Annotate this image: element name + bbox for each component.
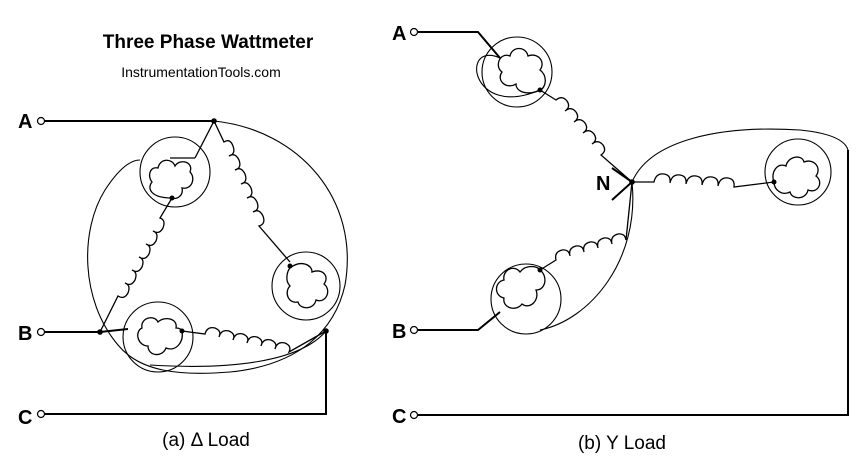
wattmeter-casing bbox=[139, 136, 211, 208]
delta-terminal-a-label: A bbox=[18, 111, 32, 133]
wye-terminal-a bbox=[409, 27, 419, 37]
delta-line-c-wire bbox=[45, 331, 327, 415]
wye-phase-a-coil bbox=[539, 89, 633, 183]
wye-wattmeter-b bbox=[490, 263, 562, 335]
wattmeter-junction bbox=[179, 328, 185, 334]
delta-terminal-b bbox=[36, 327, 46, 337]
wye-line-a-wire bbox=[418, 31, 501, 59]
wattmeter-coil bbox=[137, 317, 183, 356]
wattmeter-junction bbox=[169, 195, 175, 201]
wattmeter-junction bbox=[771, 179, 777, 185]
wattmeter-coil bbox=[495, 265, 546, 309]
wattmeter-coil bbox=[148, 159, 194, 200]
delta-node-a bbox=[211, 118, 217, 124]
delta-node-c bbox=[323, 328, 329, 334]
delta-terminal-c bbox=[36, 409, 46, 419]
delta-right-leg-coil bbox=[213, 120, 291, 263]
delta-left-leg-top bbox=[194, 120, 215, 159]
wye-terminal-c-label: C bbox=[392, 406, 406, 428]
wattmeter-casing bbox=[122, 301, 194, 373]
delta-node-b bbox=[97, 329, 103, 335]
wattmeter-junction bbox=[537, 267, 543, 273]
delta-wattmeter-2 bbox=[271, 251, 341, 321]
delta-line-b-wire bbox=[45, 328, 129, 333]
delta-terminal-a bbox=[36, 116, 46, 126]
wattmeter-casing bbox=[481, 36, 553, 108]
wye-terminal-c bbox=[409, 410, 419, 420]
wye-neutral-label: N bbox=[596, 173, 610, 195]
wye-neutral-node bbox=[629, 179, 635, 185]
wye-load-diagram: A B C N bbox=[392, 23, 849, 454]
wye-line-b-wire bbox=[418, 311, 501, 331]
wye-terminal-a-label: A bbox=[392, 23, 406, 45]
diagram-subtitle: InstrumentationTools.com bbox=[121, 64, 281, 80]
delta-bottom-leg-coil bbox=[181, 326, 327, 354]
wattmeter-junction bbox=[537, 87, 543, 93]
delta-wattmeter-1 bbox=[139, 136, 211, 208]
delta-left-leg-coil bbox=[99, 197, 173, 333]
delta-terminal-b-label: B bbox=[18, 323, 32, 345]
wattmeter-coil bbox=[772, 156, 821, 199]
delta-wattmeter-3 bbox=[122, 301, 194, 373]
wye-phase-b-coil bbox=[539, 181, 633, 271]
wye-caption: (b) Y Load bbox=[578, 433, 666, 454]
delta-load-diagram: A B C bbox=[18, 111, 348, 451]
wattmeter-coil bbox=[497, 47, 546, 94]
wye-potential-upper bbox=[631, 128, 849, 183]
wattmeter-casing bbox=[490, 263, 562, 335]
delta-caption: (a) Δ Load bbox=[162, 430, 250, 451]
wattmeter-casing bbox=[764, 138, 832, 206]
wattmeter-coil bbox=[286, 262, 329, 309]
diagram-title: Three Phase Wattmeter bbox=[103, 32, 314, 53]
wye-wattmeter-a-lead bbox=[476, 54, 541, 98]
wattmeter-junction bbox=[287, 263, 293, 269]
wye-potential-lower bbox=[539, 181, 634, 331]
wye-wattmeter-c bbox=[764, 138, 832, 206]
wattmeter-casing bbox=[271, 251, 341, 321]
wye-phase-c-coil bbox=[632, 173, 775, 188]
delta-terminal-c-label: C bbox=[18, 407, 32, 429]
wye-wattmeter-a bbox=[481, 36, 553, 108]
wye-terminal-b-label: B bbox=[392, 321, 406, 343]
wye-line-c-wire bbox=[418, 150, 849, 416]
delta-potential-loop bbox=[87, 120, 348, 374]
wye-terminal-b bbox=[409, 325, 419, 335]
delta-inner-return bbox=[149, 330, 327, 367]
